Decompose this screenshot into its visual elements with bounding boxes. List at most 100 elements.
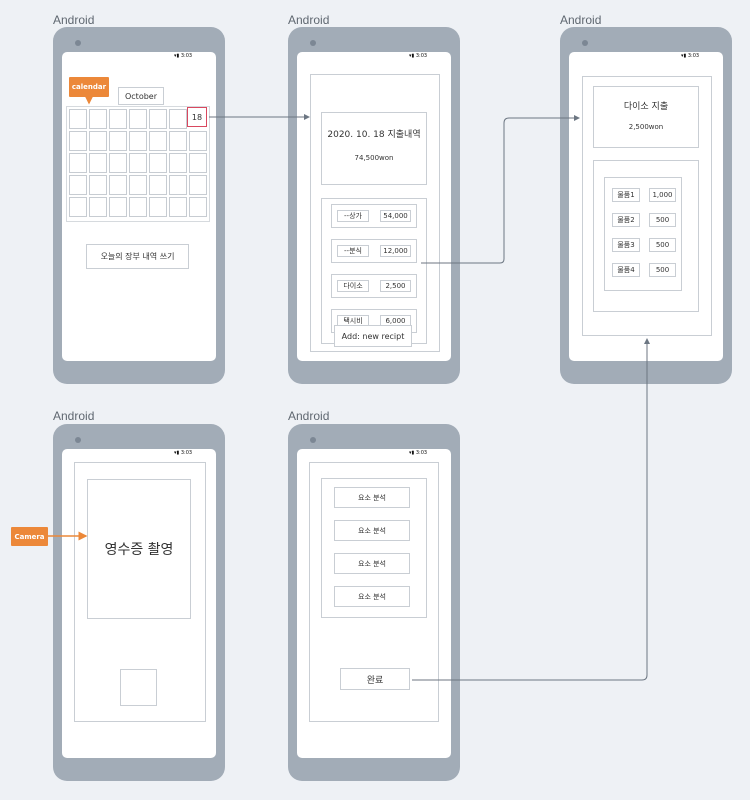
detail-title: 다이소 지출	[623, 101, 669, 112]
wifi-icon: ▾	[174, 450, 177, 456]
calendar-day-cell[interactable]	[129, 131, 147, 151]
status-bar: ▾▮ 3:03	[409, 53, 427, 59]
status-time: 3:03	[415, 450, 428, 456]
item-name: 물품3	[612, 238, 640, 252]
calendar-day-cell[interactable]	[109, 175, 127, 195]
item-amount: 500	[649, 263, 676, 277]
calendar-day-cell[interactable]	[69, 197, 87, 217]
phone-camera: ▾▮ 3:03 영수증 촬영	[53, 424, 225, 781]
item-amount: 500	[649, 213, 676, 227]
calendar-day-cell[interactable]	[129, 197, 147, 217]
summary-card: 2020. 10. 18 지출내역 74,500won	[321, 112, 427, 185]
camera-dot	[310, 437, 316, 443]
battery-icon: ▮	[411, 53, 415, 59]
calendar-day-cell[interactable]	[69, 131, 87, 151]
calendar-day-cell[interactable]	[129, 175, 147, 195]
calendar-day-cell[interactable]	[89, 153, 107, 173]
calendar-day-cell[interactable]	[109, 197, 127, 217]
camera-annotation: Camera	[11, 527, 48, 546]
camera-dot	[75, 40, 81, 46]
calendar-day-cell[interactable]	[89, 131, 107, 151]
item-name: 물품1	[612, 188, 640, 202]
calendar-day-cell[interactable]	[189, 153, 207, 173]
wifi-icon: ▾	[681, 53, 684, 59]
camera-dot	[310, 40, 316, 46]
status-time: 3:03	[687, 53, 700, 59]
calendar-day-cell[interactable]	[169, 109, 187, 129]
calendar-day-cell[interactable]	[189, 197, 207, 217]
element-analysis-item[interactable]: 요소 분석	[334, 586, 410, 607]
calendar-day-cell[interactable]	[149, 197, 167, 217]
calendar-day-cell[interactable]	[169, 197, 187, 217]
element-analysis-item[interactable]: 요소 분석	[334, 553, 410, 574]
calendar-day-cell[interactable]	[129, 153, 147, 173]
status-bar: ▾▮ 3:03	[174, 53, 192, 59]
status-time: 3:03	[415, 53, 428, 59]
camera-dot	[582, 40, 588, 46]
selected-day-18[interactable]: 18	[187, 107, 207, 127]
android-label-4: Android	[53, 409, 95, 423]
element-analysis-item[interactable]: 요소 분석	[334, 520, 410, 541]
phone-daily-expenses: ▾▮ 3:03 2020. 10. 18 지출내역 74,500won --상가…	[288, 27, 460, 384]
expense-name: 다이소	[337, 280, 369, 292]
item-name: 물품4	[612, 263, 640, 277]
calendar-day-cell[interactable]	[189, 175, 207, 195]
done-button[interactable]: 완료	[340, 668, 410, 690]
calendar-day-cell[interactable]	[89, 175, 107, 195]
calendar-day-cell[interactable]	[149, 131, 167, 151]
detail-total: 2,500won	[628, 123, 664, 131]
calendar-day-cell[interactable]	[169, 175, 187, 195]
receipt-capture-area[interactable]: 영수증 촬영	[87, 479, 191, 619]
write-ledger-button[interactable]: 오늘의 장부 내역 쓰기	[86, 244, 189, 269]
month-label[interactable]: October	[118, 87, 164, 105]
expense-row[interactable]: 다이소 2,500	[331, 274, 417, 298]
calendar-day-cell[interactable]	[149, 153, 167, 173]
android-label-5: Android	[288, 409, 330, 423]
calendar-day-cell[interactable]	[169, 153, 187, 173]
calendar-day-cell[interactable]	[69, 153, 87, 173]
item-name: 물품2	[612, 213, 640, 227]
summary-title: 2020. 10. 18 지출내역	[327, 129, 421, 140]
status-bar: ▾▮ 3:03	[174, 450, 192, 456]
calendar-annotation: calendar	[69, 77, 109, 97]
expense-amount: 2,500	[380, 280, 411, 292]
calendar-day-cell[interactable]	[89, 109, 107, 129]
wifi-icon: ▾	[409, 450, 412, 456]
battery-icon: ▮	[176, 53, 180, 59]
calendar-day-cell[interactable]	[149, 109, 167, 129]
calendar-day-cell[interactable]	[89, 197, 107, 217]
calendar-day-cell[interactable]	[169, 131, 187, 151]
shutter-button[interactable]	[120, 669, 157, 706]
screen-daily-expenses: ▾▮ 3:03 2020. 10. 18 지출내역 74,500won --상가…	[297, 52, 451, 361]
calendar-day-cell[interactable]	[149, 175, 167, 195]
calendar-grid	[66, 106, 210, 222]
status-bar: ▾▮ 3:03	[681, 53, 699, 59]
calendar-day-cell[interactable]	[129, 109, 147, 129]
android-label-3: Android	[560, 13, 602, 27]
wifi-icon: ▾	[409, 53, 412, 59]
battery-icon: ▮	[176, 450, 180, 456]
wifi-icon: ▾	[174, 53, 177, 59]
expense-amount: 12,000	[380, 245, 411, 257]
calendar-day-cell[interactable]	[189, 131, 207, 151]
battery-icon: ▮	[683, 53, 687, 59]
status-bar: ▾▮ 3:03	[409, 450, 427, 456]
status-time: 3:03	[180, 450, 193, 456]
item-amount: 500	[649, 238, 676, 252]
calendar-day-cell[interactable]	[109, 131, 127, 151]
add-receipt-button[interactable]: Add: new recipt	[334, 325, 412, 347]
element-analysis-item[interactable]: 요소 분석	[334, 487, 410, 508]
calendar-day-cell[interactable]	[69, 109, 87, 129]
expense-amount: 54,000	[380, 210, 411, 222]
calendar-day-cell[interactable]	[69, 175, 87, 195]
expense-name: --분식	[337, 245, 369, 257]
arrow-daiso-to-detail	[421, 115, 580, 264]
expense-row[interactable]: --분식 12,000	[331, 239, 417, 263]
calendar-day-cell[interactable]	[109, 109, 127, 129]
calendar-day-cell[interactable]	[109, 153, 127, 173]
